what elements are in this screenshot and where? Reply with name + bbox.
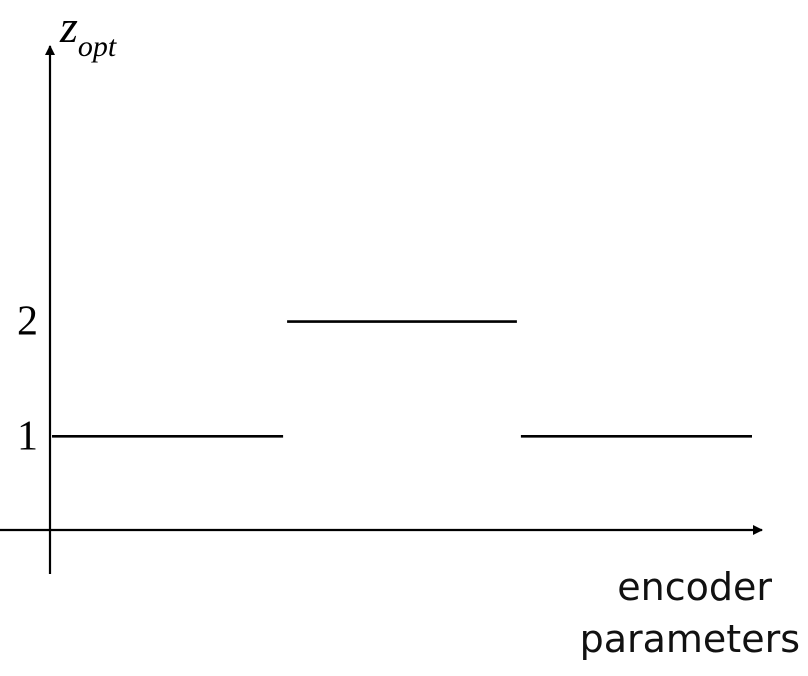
y-axis-title-sub: opt [78,30,117,63]
x-axis-title-line2: parameters [580,617,800,661]
y-tick-label: 1 [17,413,38,459]
y-axis-title: zopt [59,1,117,63]
series-segments [52,320,752,438]
x-axis-title-line1: encoder [617,565,772,609]
y-tick-label: 2 [17,299,38,345]
y-axis-title-main: z [59,1,78,52]
